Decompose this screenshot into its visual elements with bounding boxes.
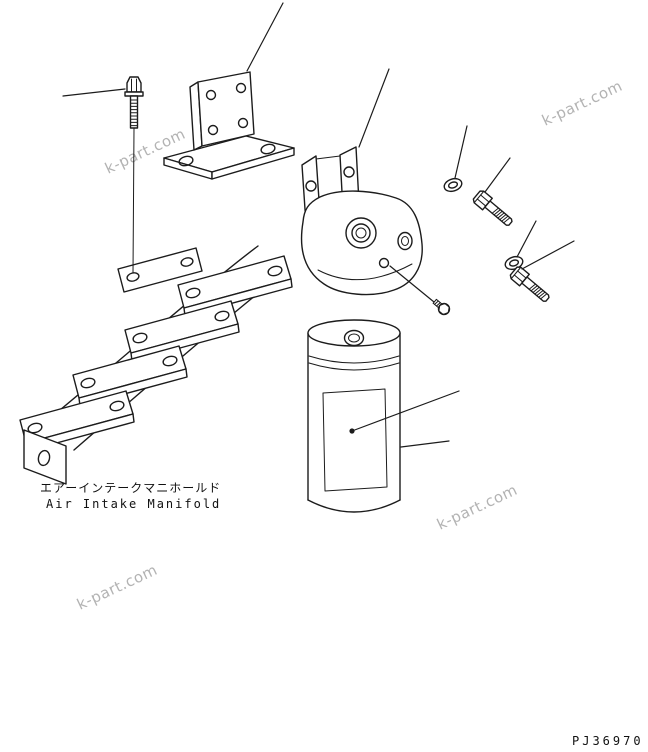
manifold-flange-2 (124, 300, 240, 362)
part-number: PJ36970 (572, 734, 644, 748)
bolt-shank (129, 95, 139, 129)
hex-bolt-1 (471, 188, 516, 230)
filter-cartridge (307, 319, 401, 513)
air-intake-manifold (19, 245, 293, 485)
manifold-flange-3 (72, 345, 188, 407)
manifold-foot-bracket (23, 429, 67, 485)
watermark-text: k-part.com (102, 125, 188, 178)
plug-port (378, 257, 390, 269)
leader-dot (349, 428, 355, 434)
washer-1 (441, 175, 465, 195)
bolt-head (126, 76, 142, 93)
manifold-label-japanese: エアーインテークマニホールド (40, 481, 221, 495)
filter-head-center-boss (345, 217, 377, 249)
mounting-bracket (163, 71, 295, 180)
hex-bolt-2 (508, 264, 553, 306)
filter-head (300, 146, 423, 296)
watermark-text: k-part.com (74, 561, 160, 614)
plug (432, 298, 451, 316)
cartridge-label-area (322, 388, 388, 492)
manifold-ear-flange (117, 247, 203, 293)
leader-lines (62, 2, 575, 448)
filter-head-body (300, 190, 423, 296)
cartridge-thread-hole (343, 329, 365, 347)
mounting-bolt (124, 76, 144, 129)
watermark-text: k-part.com (539, 77, 625, 130)
manifold-label-english: Air Intake Manifold (46, 497, 221, 511)
watermark-text: k-part.com (434, 481, 520, 534)
